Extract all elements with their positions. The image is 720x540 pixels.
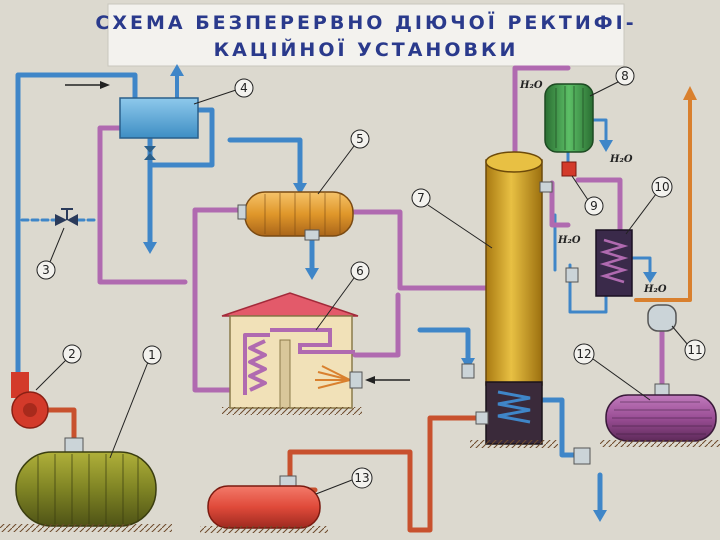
arrow-down-icon — [599, 140, 613, 152]
arrow-up-icon — [170, 64, 184, 76]
svg-text:8: 8 — [621, 69, 629, 83]
separator-9 — [561, 161, 577, 177]
furnace-6 — [221, 292, 410, 415]
tank-4-regulator — [119, 97, 199, 160]
callout-9: 9 — [571, 175, 604, 216]
meter-11 — [565, 267, 677, 332]
callout-12: 12 — [573, 343, 651, 401]
svg-text:12: 12 — [576, 347, 591, 361]
pump-2 — [11, 372, 49, 429]
condenser-8 — [544, 83, 594, 153]
svg-text:3: 3 — [42, 263, 50, 277]
callout-6: 6 — [315, 261, 370, 331]
callout-2: 2 — [35, 344, 82, 391]
fitting — [461, 363, 475, 379]
svg-text:2: 2 — [68, 347, 76, 361]
svg-text:5: 5 — [356, 132, 364, 146]
svg-text:9: 9 — [590, 199, 598, 213]
svg-text:13: 13 — [354, 471, 369, 485]
callout-1: 1 — [109, 345, 162, 459]
blue-arrow-heads — [143, 64, 657, 522]
valve-icon — [144, 146, 156, 153]
arrow-down-icon — [293, 183, 307, 195]
callout-5: 5 — [317, 129, 370, 195]
title-panel: СХЕМА БЕЗПЕРЕРВНО ДІЮЧОЇ РЕКТИФІ- КАЦІЙН… — [95, 3, 636, 67]
svg-text:4: 4 — [240, 81, 248, 95]
orange-pipe-output — [634, 96, 692, 302]
arrow-down-icon — [143, 242, 157, 254]
purple-pipe-to-column — [349, 209, 489, 291]
callout-4: 4 — [193, 78, 254, 105]
feed-tank-1 — [0, 437, 172, 532]
column-7 — [470, 151, 558, 448]
callout-3: 3 — [36, 227, 65, 280]
purple-pipes — [97, 65, 665, 398]
tank-13 — [200, 475, 328, 533]
flame-icon — [315, 365, 351, 389]
arrow-down-icon — [593, 510, 607, 522]
purple-pipe-left-loop — [97, 125, 188, 285]
product-tank-12 — [600, 383, 720, 447]
arrow-down-icon — [643, 272, 657, 283]
blue-pipe-to-hx5 — [227, 137, 303, 188]
svg-text:1: 1 — [148, 348, 156, 362]
arrow-down-icon — [305, 268, 319, 280]
svg-text:11: 11 — [687, 343, 702, 357]
callout-10: 10 — [625, 176, 673, 235]
arrow-up-icon — [683, 86, 697, 100]
callout-11: 11 — [671, 325, 706, 361]
cooler-10 — [595, 229, 633, 297]
callout-8: 8 — [589, 66, 635, 97]
title-line-2: КАЦІЙНОЇ УСТАНОВКИ — [214, 37, 519, 61]
title-line-1: СХЕМА БЕЗПЕРЕРВНО ДІЮЧОЇ РЕКТИФІ- — [95, 10, 636, 34]
valve-icon — [55, 214, 67, 226]
callout-13: 13 — [315, 467, 373, 495]
svg-text:7: 7 — [417, 191, 425, 205]
svg-text:6: 6 — [356, 264, 364, 278]
blue-pipe-main-riser — [15, 72, 138, 378]
water-label: H₂O — [609, 154, 633, 165]
water-label: H₂O — [519, 80, 543, 91]
water-label: H₂O — [643, 284, 667, 295]
svg-text:10: 10 — [654, 180, 669, 194]
heat-exchanger-5 — [237, 191, 354, 241]
valve-3 — [55, 208, 78, 226]
callouts: 1 2 3 4 5 6 7 — [35, 66, 706, 495]
water-label: H₂O — [557, 235, 581, 246]
callout-7: 7 — [411, 188, 493, 249]
fitting — [573, 447, 591, 465]
